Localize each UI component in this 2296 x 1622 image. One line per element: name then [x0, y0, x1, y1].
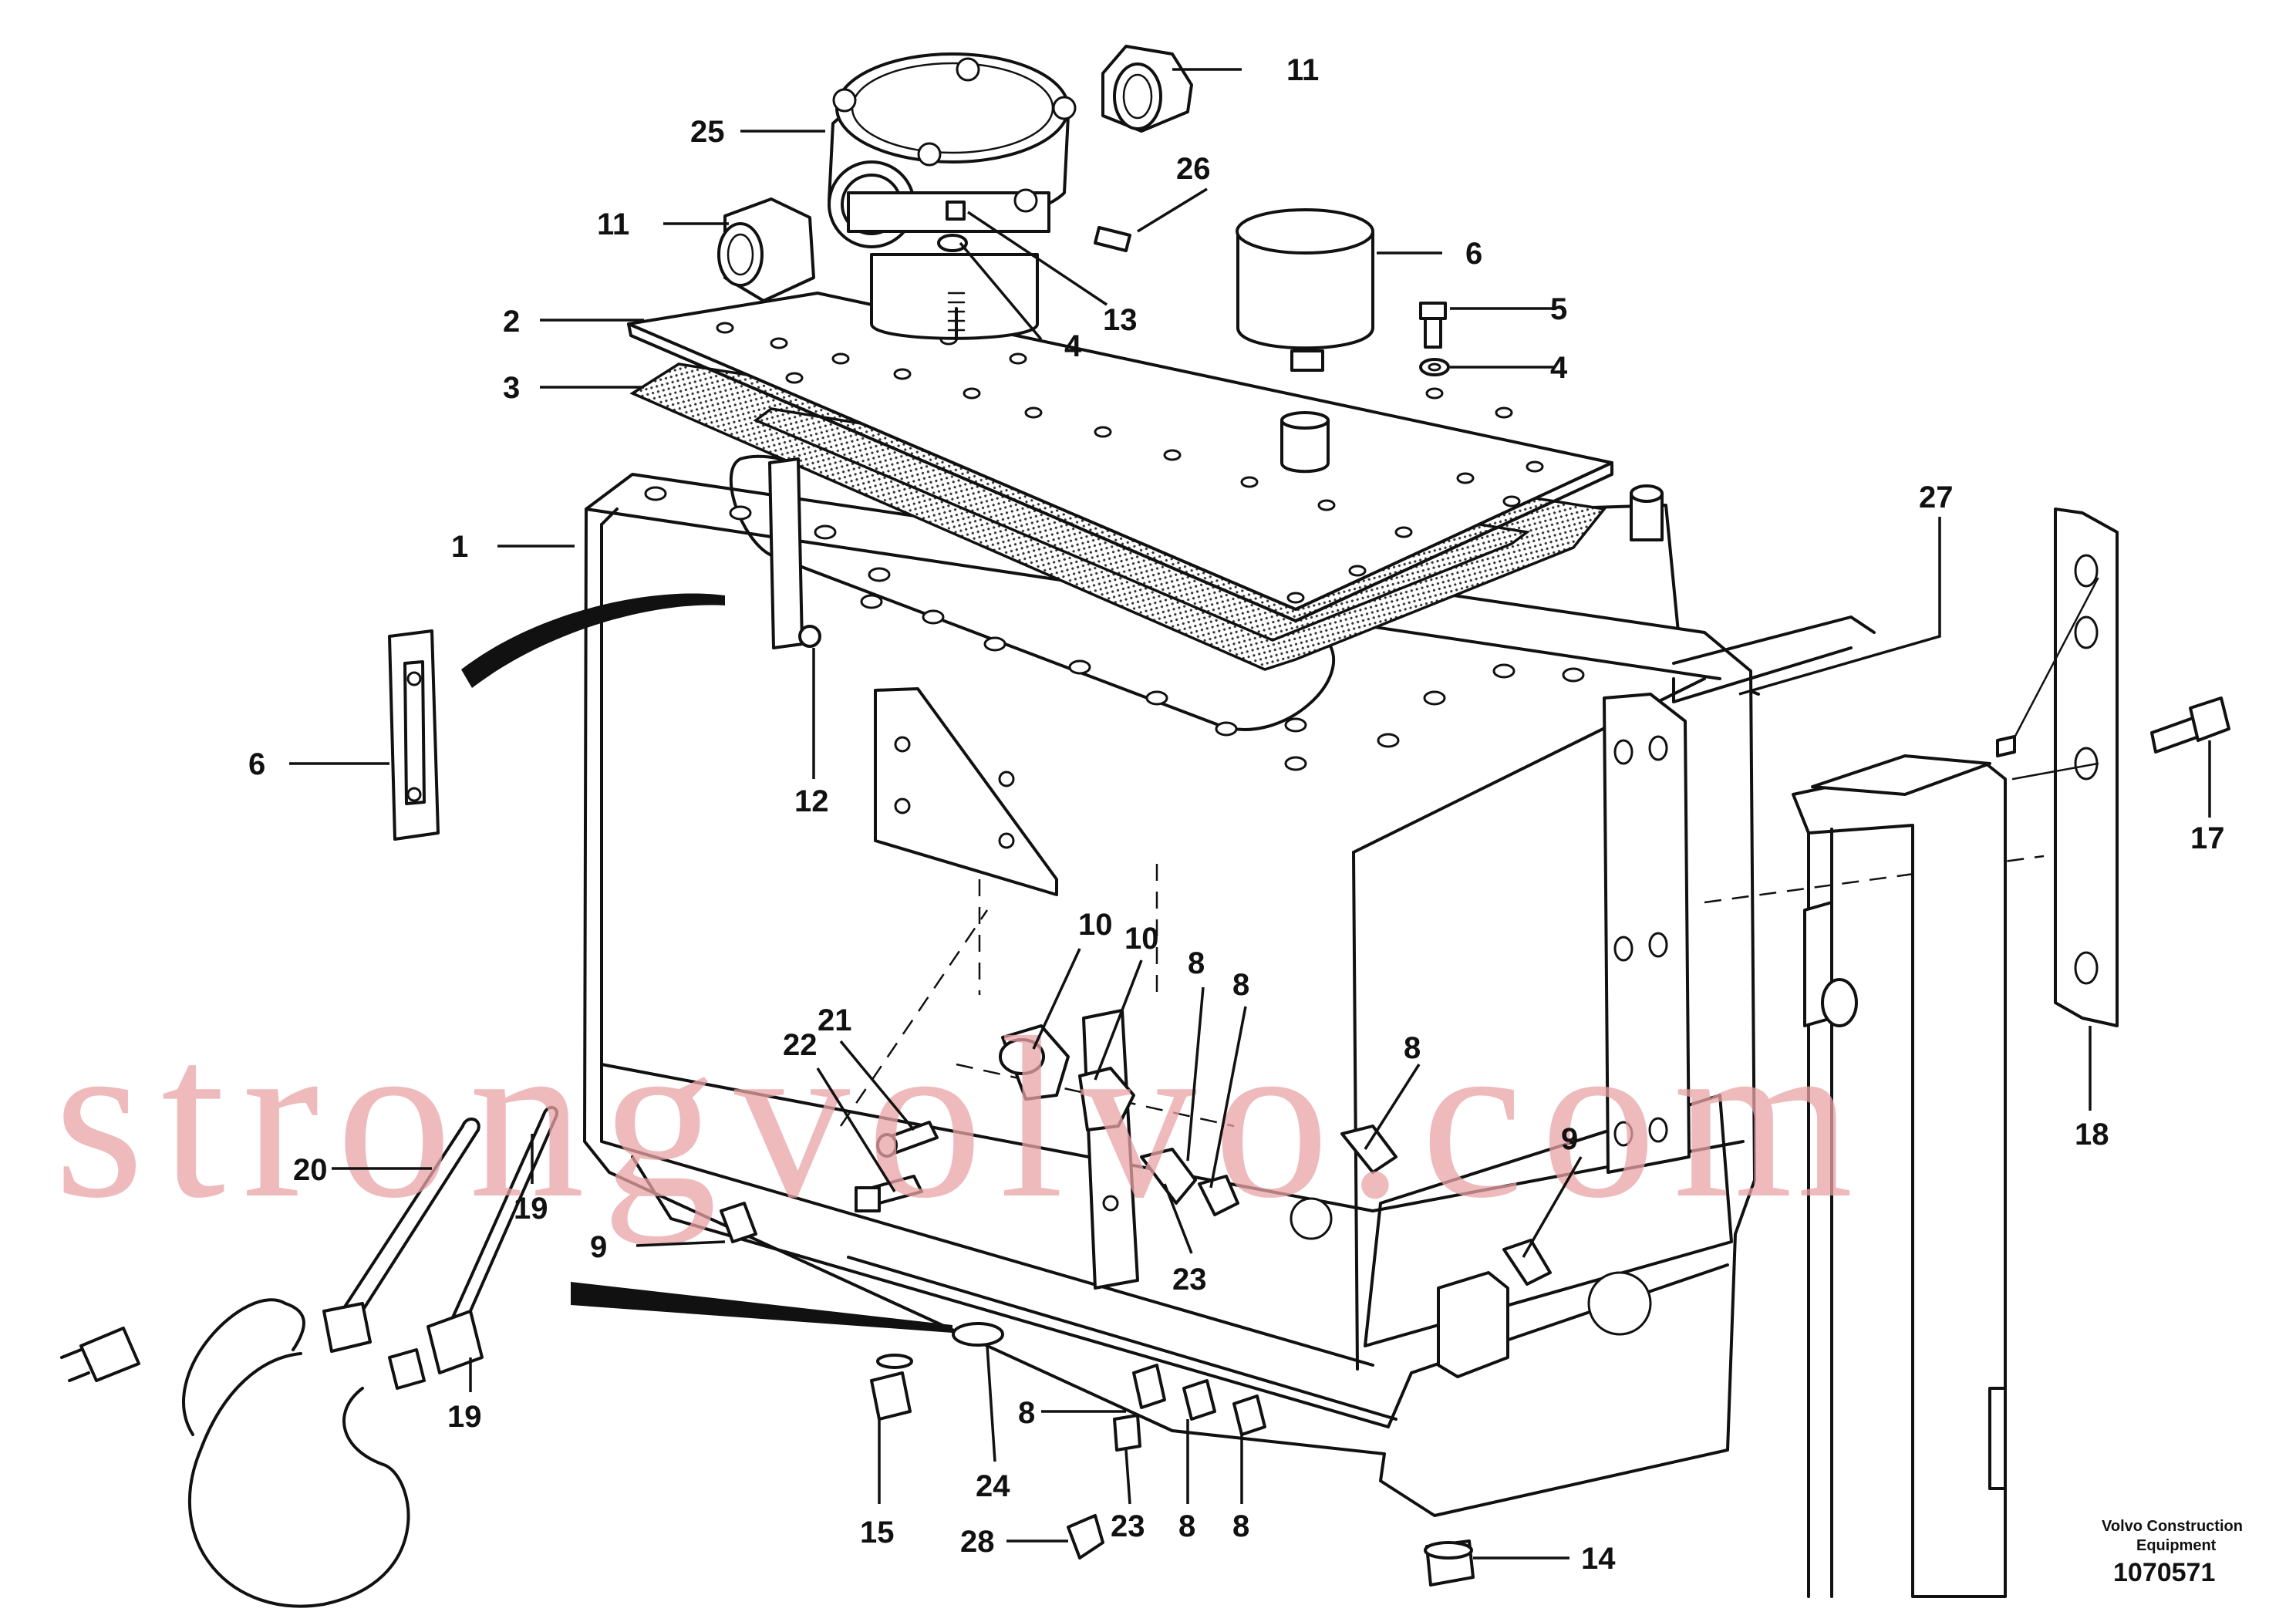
- callout-2: 2: [503, 305, 520, 339]
- fitting-11-left: [717, 197, 815, 302]
- callout-21: 21: [818, 1003, 852, 1037]
- callout-8f: 8: [1232, 1509, 1249, 1543]
- side-flange: [1603, 693, 1691, 1174]
- gauge-pointer-arrow: [461, 593, 725, 688]
- sensor-21: [876, 1121, 939, 1158]
- callout-17: 18: [2075, 1118, 2109, 1152]
- callout-8d: 8: [1018, 1396, 1035, 1430]
- washer-4-left: [937, 234, 968, 252]
- brand-line-1: Volvo Construction: [2102, 1518, 2243, 1535]
- watermark: strongvolvo.com: [54, 990, 1870, 1246]
- washer-4-right: [1419, 358, 1450, 376]
- sensor-22: [855, 1175, 923, 1212]
- callout-13: 13: [1103, 303, 1138, 337]
- bolt-5: [1419, 302, 1447, 349]
- callout-20: 20: [293, 1153, 328, 1187]
- callout-8a: 8: [1188, 946, 1205, 980]
- callout-14: 14: [1581, 1542, 1616, 1576]
- junction-box-9: [1437, 1271, 1509, 1378]
- callout-25: 25: [690, 115, 725, 149]
- callout-16: 17: [2190, 821, 2225, 855]
- breather-filter-7: [1236, 208, 1374, 474]
- callout-11b: 11: [597, 207, 629, 241]
- callout-22: 22: [783, 1028, 818, 1062]
- callout-28: 28: [960, 1525, 995, 1559]
- plate-17: [1996, 508, 2119, 1027]
- heater-assembly: [60, 1106, 558, 1608]
- callout-23b: 23: [1111, 1509, 1145, 1543]
- callout-9b: 9: [590, 1230, 607, 1264]
- callout-6: 6: [248, 747, 265, 781]
- callout-11a: 11: [1286, 53, 1319, 87]
- callout-23a: 23: [1172, 1263, 1207, 1297]
- callout-12: 12: [794, 784, 829, 818]
- callout-19: 19: [447, 1400, 482, 1434]
- rim-bolt-holes: [644, 486, 1585, 771]
- callout-3: 3: [503, 371, 520, 405]
- fitting-26: [1094, 226, 1131, 252]
- callout-7: 6: [1465, 237, 1482, 271]
- callout-leaders: [289, 68, 2211, 1560]
- front-bracket: [874, 687, 1058, 896]
- brand-line-2: Equipment: [2136, 1537, 2217, 1554]
- plug-13: [946, 201, 966, 221]
- bolt-16: [2150, 696, 2230, 754]
- level-gauge-6: [388, 629, 440, 841]
- bottom-fittings: [720, 1202, 1266, 1560]
- callout-10a: 10: [1078, 908, 1113, 942]
- callout-26: 26: [1176, 152, 1211, 186]
- drawing-number: 1070571: [2113, 1558, 2215, 1587]
- filter-housing: [828, 52, 1077, 341]
- callout-15: 15: [860, 1516, 895, 1549]
- callout-8e: 8: [1178, 1509, 1195, 1543]
- callout-24: 24: [976, 1469, 1010, 1503]
- drain-plug-14: [1424, 1539, 1475, 1587]
- callout-8b: 8: [1232, 968, 1249, 1002]
- callout-labels: 11 25 26 11 6 5 2 13 4 4 3 27 1 6 12 17 …: [248, 53, 2225, 1576]
- brand-block: Volvo Construction Equipment 1070571: [2102, 1518, 2243, 1587]
- frame-post-27: [1630, 484, 2007, 1598]
- fitting-11-top: [1101, 45, 1193, 133]
- callout-27: 27: [1919, 481, 1954, 514]
- cover-plate: [627, 292, 1613, 622]
- callout-5: 5: [1550, 292, 1567, 326]
- callout-4b: 4: [1550, 351, 1568, 385]
- callout-9a: 9: [1561, 1122, 1578, 1156]
- callout-10b: 10: [1124, 922, 1159, 956]
- callout-4a: 4: [1064, 329, 1082, 363]
- bottom-pointer-arrow: [571, 1282, 952, 1333]
- callout-18: 19: [514, 1192, 548, 1226]
- sight-tube-12: [768, 457, 821, 649]
- callout-8c: 8: [1404, 1031, 1421, 1065]
- callout-1: 1: [451, 530, 468, 564]
- valve-block: [999, 1009, 1552, 1290]
